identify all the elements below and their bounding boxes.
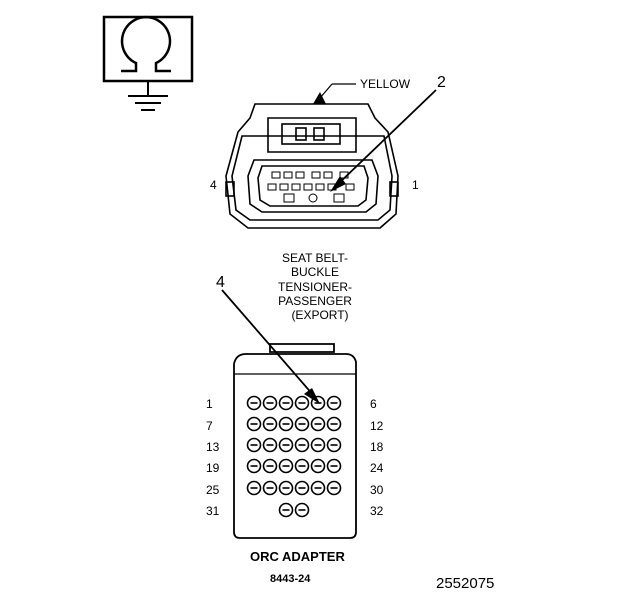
adapter-pin [294, 437, 310, 453]
row-label-left: 25 [206, 483, 220, 497]
adapter-pin [310, 416, 326, 432]
row-label-left: 13 [206, 440, 220, 454]
adapter-pin [262, 437, 278, 453]
adapter-pin [278, 502, 294, 518]
adapter-pin [278, 395, 294, 411]
left-pin-label: 4 [210, 178, 217, 192]
ohmmeter-symbol [102, 15, 194, 111]
row-label-right: 32 [370, 504, 384, 518]
adapter-pin [278, 480, 294, 496]
adapter-pin [262, 458, 278, 474]
row-label-right: 12 [370, 419, 384, 433]
adapter-pin [326, 395, 342, 411]
figure-number: 2552075 [436, 575, 494, 592]
callout-number-4: 4 [216, 274, 225, 291]
adapter-pin [326, 416, 342, 432]
adapter-pin-grid [246, 395, 342, 518]
adapter-pin [310, 480, 326, 496]
callout-arrow-4 [221, 289, 320, 404]
adapter-pin [326, 458, 342, 474]
wire-color-label: YELLOW [360, 77, 411, 91]
title-line: (EXPORT) [291, 308, 348, 322]
title-line: SEAT BELT- [282, 251, 348, 265]
row-label-right: 30 [370, 483, 384, 497]
adapter-pin [278, 416, 294, 432]
adapter-pin [278, 437, 294, 453]
right-pin-label: 1 [412, 178, 419, 192]
adapter-pin [310, 395, 326, 411]
row-label-right: 6 [370, 397, 377, 411]
adapter-pin [246, 437, 262, 453]
adapter-pin [310, 437, 326, 453]
title-line: BUCKLE [291, 265, 339, 279]
adapter-pin [294, 502, 310, 518]
adapter-pin [246, 395, 262, 411]
title-line: TENSIONER- [278, 280, 352, 294]
adapter-pin [294, 480, 310, 496]
ohmmeter-box [102, 15, 194, 83]
row-label-right: 24 [370, 461, 384, 475]
connector-title: SEAT BELT- BUCKLE TENSIONER- PASSENGER (… [278, 251, 352, 322]
row-label-left: 31 [206, 504, 220, 518]
row-label-right: 18 [370, 440, 384, 454]
row-labels-left: 1 7 13 19 25 31 [206, 397, 220, 518]
adapter-title: ORC ADAPTER [250, 549, 345, 564]
tensioner-connector [225, 83, 399, 229]
row-labels-right: 6 12 18 24 30 32 [370, 397, 384, 518]
adapter-pin [262, 480, 278, 496]
adapter-pin [326, 480, 342, 496]
adapter-pin [294, 458, 310, 474]
adapter-pin [262, 416, 278, 432]
adapter-pin [262, 395, 278, 411]
adapter-pin [246, 458, 262, 474]
row-label-left: 19 [206, 461, 220, 475]
callout-number-2: 2 [437, 74, 446, 91]
yellow-wire-marker [313, 92, 326, 104]
adapter-pin [326, 437, 342, 453]
adapter-pin [310, 458, 326, 474]
row-label-left: 1 [206, 397, 213, 411]
adapter-part-number: 8443-24 [270, 573, 311, 585]
title-line: PASSENGER [278, 294, 352, 308]
row-label-left: 7 [206, 419, 213, 433]
ground-icon [128, 81, 168, 111]
callout-arrow-2 [330, 89, 437, 192]
adapter-pin [278, 458, 294, 474]
ohm-resistance-icon [120, 15, 172, 73]
adapter-pin [294, 416, 310, 432]
adapter-pin [246, 480, 262, 496]
adapter-pin [294, 395, 310, 411]
adapter-pin [246, 416, 262, 432]
